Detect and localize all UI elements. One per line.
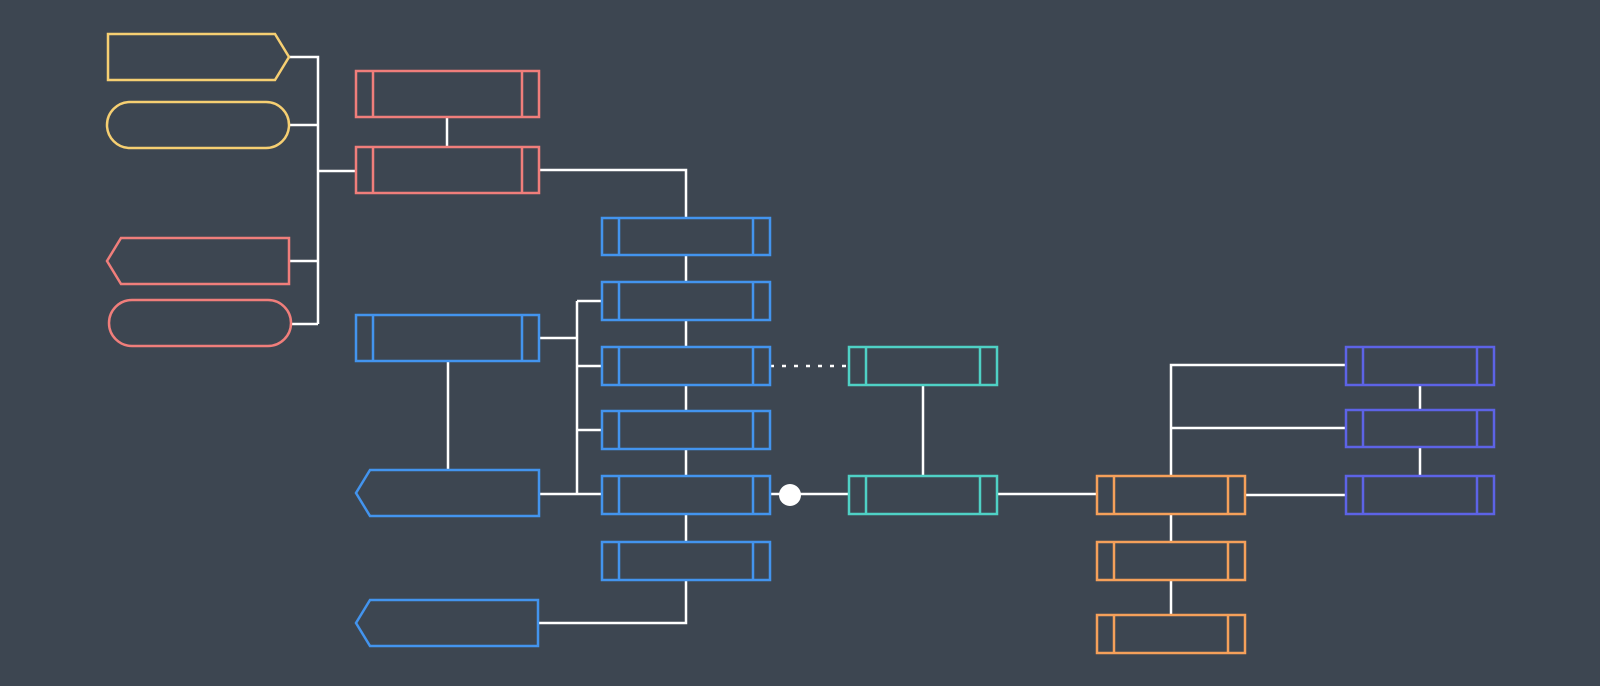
node-frame — [600, 216, 772, 257]
node-frame — [354, 313, 541, 363]
blue-process-node-left[interactable] — [354, 313, 541, 363]
blue-pentagon-node-2[interactable] — [354, 598, 540, 648]
teal-process-node-2[interactable] — [847, 474, 999, 516]
node-frame — [1095, 540, 1247, 582]
conn-blue-bottom-elbow — [538, 580, 688, 625]
node-frame — [847, 345, 999, 387]
node-frame — [354, 598, 540, 648]
conn-orange-to-indigo — [1169, 363, 1346, 497]
red-stadium-node[interactable] — [107, 298, 293, 348]
blue-process-node-4[interactable] — [600, 409, 772, 451]
node-frame — [1344, 474, 1496, 516]
red-process-node-2[interactable] — [354, 145, 541, 195]
blue-process-node-2[interactable] — [600, 280, 772, 322]
red-process-node-1[interactable] — [354, 69, 541, 119]
indigo-process-node-1[interactable] — [1344, 345, 1496, 387]
indigo-process-node-3[interactable] — [1344, 474, 1496, 516]
junction-dot — [779, 484, 801, 506]
conn-red-to-blue — [539, 168, 688, 218]
yellow-pentagon-node[interactable] — [106, 32, 291, 82]
orange-process-node-2[interactable] — [1095, 540, 1247, 582]
node-frame — [354, 69, 541, 119]
node-frame — [600, 345, 772, 387]
connectors-layer — [289, 55, 1422, 625]
node-frame — [600, 280, 772, 322]
orange-process-node-3[interactable] — [1095, 613, 1247, 655]
conn-blue-fanout — [539, 299, 602, 496]
nodes-layer — [105, 32, 1496, 655]
node-frame — [105, 100, 291, 150]
node-frame — [600, 540, 772, 582]
blue-pentagon-node-1[interactable] — [354, 468, 541, 518]
node-frame — [1095, 613, 1247, 655]
indigo-process-node-2[interactable] — [1344, 408, 1496, 449]
blue-process-node-6[interactable] — [600, 540, 772, 582]
conn-yellow-tree — [289, 55, 356, 326]
node-frame — [1344, 345, 1496, 387]
node-frame — [354, 145, 541, 195]
blue-process-node-1[interactable] — [600, 216, 772, 257]
blue-process-node-3[interactable] — [600, 345, 772, 387]
node-frame — [1095, 474, 1247, 516]
node-frame — [600, 409, 772, 451]
orange-process-node-1[interactable] — [1095, 474, 1247, 516]
node-frame — [107, 298, 293, 348]
teal-process-node-1[interactable] — [847, 345, 999, 387]
red-pentagon-node[interactable] — [105, 236, 291, 286]
blue-process-node-5[interactable] — [600, 474, 772, 516]
node-frame — [847, 474, 999, 516]
node-frame — [354, 468, 541, 518]
node-frame — [106, 32, 291, 82]
node-frame — [600, 474, 772, 516]
yellow-stadium-node[interactable] — [105, 100, 291, 150]
node-frame — [105, 236, 291, 286]
node-frame — [1344, 408, 1496, 449]
